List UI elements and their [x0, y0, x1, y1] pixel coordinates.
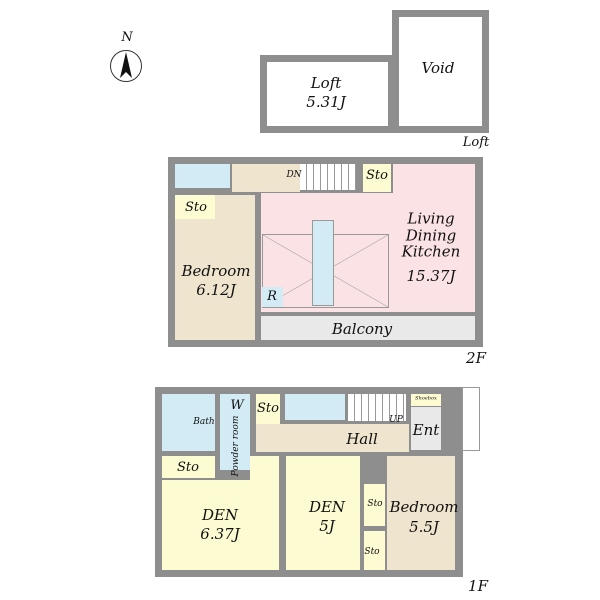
- kitchen-counter: [312, 220, 334, 306]
- bedroom-1f: [387, 456, 455, 570]
- loft-size: 5.31J: [306, 92, 346, 111]
- bath-label: Bath: [193, 417, 215, 428]
- bedroom-size: 6.12J: [196, 280, 236, 299]
- floor-label-1f: 1F: [468, 576, 488, 595]
- den-2: [286, 456, 360, 570]
- hall-2f: [232, 164, 300, 192]
- hall-label: Hall: [346, 429, 378, 448]
- porch: [462, 387, 480, 451]
- compass-label: N: [121, 29, 133, 45]
- hall-1f: [256, 424, 409, 452]
- bedroom-label: Bedroom: [389, 497, 459, 516]
- void-area: [399, 17, 482, 126]
- entrance: [411, 407, 441, 450]
- balcony-label: Balcony: [331, 319, 393, 338]
- washer-label: W: [230, 397, 244, 413]
- compass-circle: [110, 50, 142, 82]
- stairs-1f: [348, 394, 406, 421]
- stairs-2f: [300, 164, 356, 190]
- shoebox-label: Shoebox: [415, 395, 437, 402]
- toilet-2f: [175, 164, 230, 188]
- loft-label: Loft: [310, 73, 342, 92]
- sto-label: Sto: [366, 167, 388, 183]
- sto-label: Sto: [185, 199, 207, 215]
- ldk-size: 15.37J: [406, 266, 456, 285]
- den-label: DEN: [308, 497, 346, 516]
- storage-2f-a: [363, 164, 391, 192]
- ldk-label: Living Dining Kitchen: [401, 209, 461, 261]
- den-label: DEN: [201, 505, 239, 524]
- bedroom-size: 5.5J: [409, 517, 439, 536]
- dn-label: DN: [286, 170, 302, 181]
- sto-label: Sto: [177, 459, 199, 475]
- north-arrow-icon: [120, 52, 132, 78]
- void-label: Void: [421, 58, 455, 77]
- storage-2f-b: [175, 195, 215, 219]
- storage-1f-a: [256, 394, 280, 424]
- powder-room-label: Powder room: [231, 415, 242, 477]
- balcony: [261, 316, 475, 340]
- storage-1f-d: [364, 531, 385, 570]
- up-label: UP: [389, 415, 403, 426]
- powder-room: [220, 394, 250, 470]
- bedroom-label: Bedroom: [181, 261, 251, 280]
- sto-label: Sto: [257, 400, 279, 416]
- bath-room: [162, 394, 215, 451]
- bedroom-2f: [175, 195, 255, 340]
- loft-room: [267, 62, 388, 126]
- den-size: 5J: [319, 516, 335, 535]
- entrance-label: Ent: [412, 420, 440, 439]
- den-size: 6.37J: [200, 524, 240, 543]
- storage-1f-b: [162, 456, 215, 478]
- sto-label: Sto: [364, 547, 380, 558]
- floor-label-loft: Loft: [462, 134, 490, 150]
- den-1: [162, 480, 279, 570]
- refrigerator-label: R: [267, 288, 277, 304]
- toilet-1f: [285, 394, 345, 420]
- floor-label-2f: 2F: [466, 348, 486, 367]
- shoebox: [411, 394, 441, 406]
- refrigerator-space: [262, 287, 283, 307]
- storage-1f-c: [364, 484, 385, 526]
- sto-label: Sto: [367, 499, 383, 510]
